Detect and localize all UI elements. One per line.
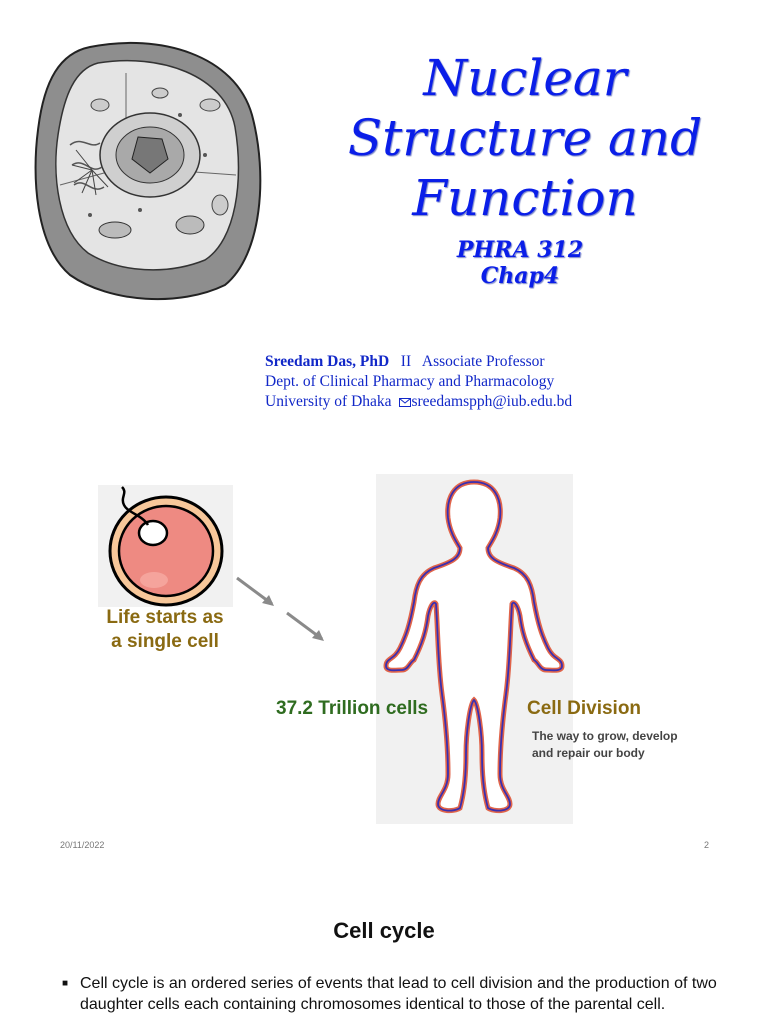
bullet-text: Cell cycle is an ordered series of event… <box>80 975 717 1013</box>
description-line: and repair our body <box>532 746 645 760</box>
author-block: Sreedam Das, PhD II Associate Professor … <box>265 352 725 412</box>
cell-illustration <box>34 41 262 301</box>
course-subtitle: PHRA 312 Chap4 <box>400 237 640 289</box>
course-code: PHRA 312 <box>456 237 584 263</box>
slide-title: Nuclear Structure and Function <box>290 48 760 228</box>
cell-cycle-heading: Cell cycle <box>333 918 435 943</box>
trillion-cells-label: 37.2 Trillion cells <box>276 698 429 719</box>
label-line: a single cell <box>111 631 219 652</box>
cell-division-description: The way to grow, develop and repair our … <box>532 728 702 762</box>
author-email[interactable]: sreedamspph@iub.edu.bd <box>411 393 573 410</box>
author-university: University of Dhaka <box>265 393 392 410</box>
title-line: Nuclear <box>423 49 627 107</box>
slide-number: 2 <box>704 840 710 850</box>
bullet-square-icon: ■ <box>62 978 69 989</box>
egg-cell-icon <box>108 486 224 607</box>
envelope-icon <box>399 398 412 407</box>
chapter-label: Chap4 <box>480 263 560 289</box>
life-starts-label: Life starts as a single cell <box>95 606 235 654</box>
arrow-icon <box>286 611 324 641</box>
cell-division-label: Cell Division <box>527 698 642 719</box>
arrow-icon <box>236 576 274 606</box>
description-line: The way to grow, develop <box>532 729 678 743</box>
human-silhouette-icon <box>383 479 565 814</box>
title-line: Structure and <box>347 109 703 167</box>
author-department: Dept. of Clinical Pharmacy and Pharmacol… <box>265 373 555 390</box>
author-separator: II <box>400 353 412 370</box>
label-line: Life starts as <box>106 607 224 628</box>
author-position: Associate Professor <box>421 353 545 370</box>
author-name: Sreedam Das, PhD <box>265 353 390 370</box>
title-line: Function <box>412 169 638 227</box>
slide-date: 20/11/2022 <box>60 840 105 850</box>
